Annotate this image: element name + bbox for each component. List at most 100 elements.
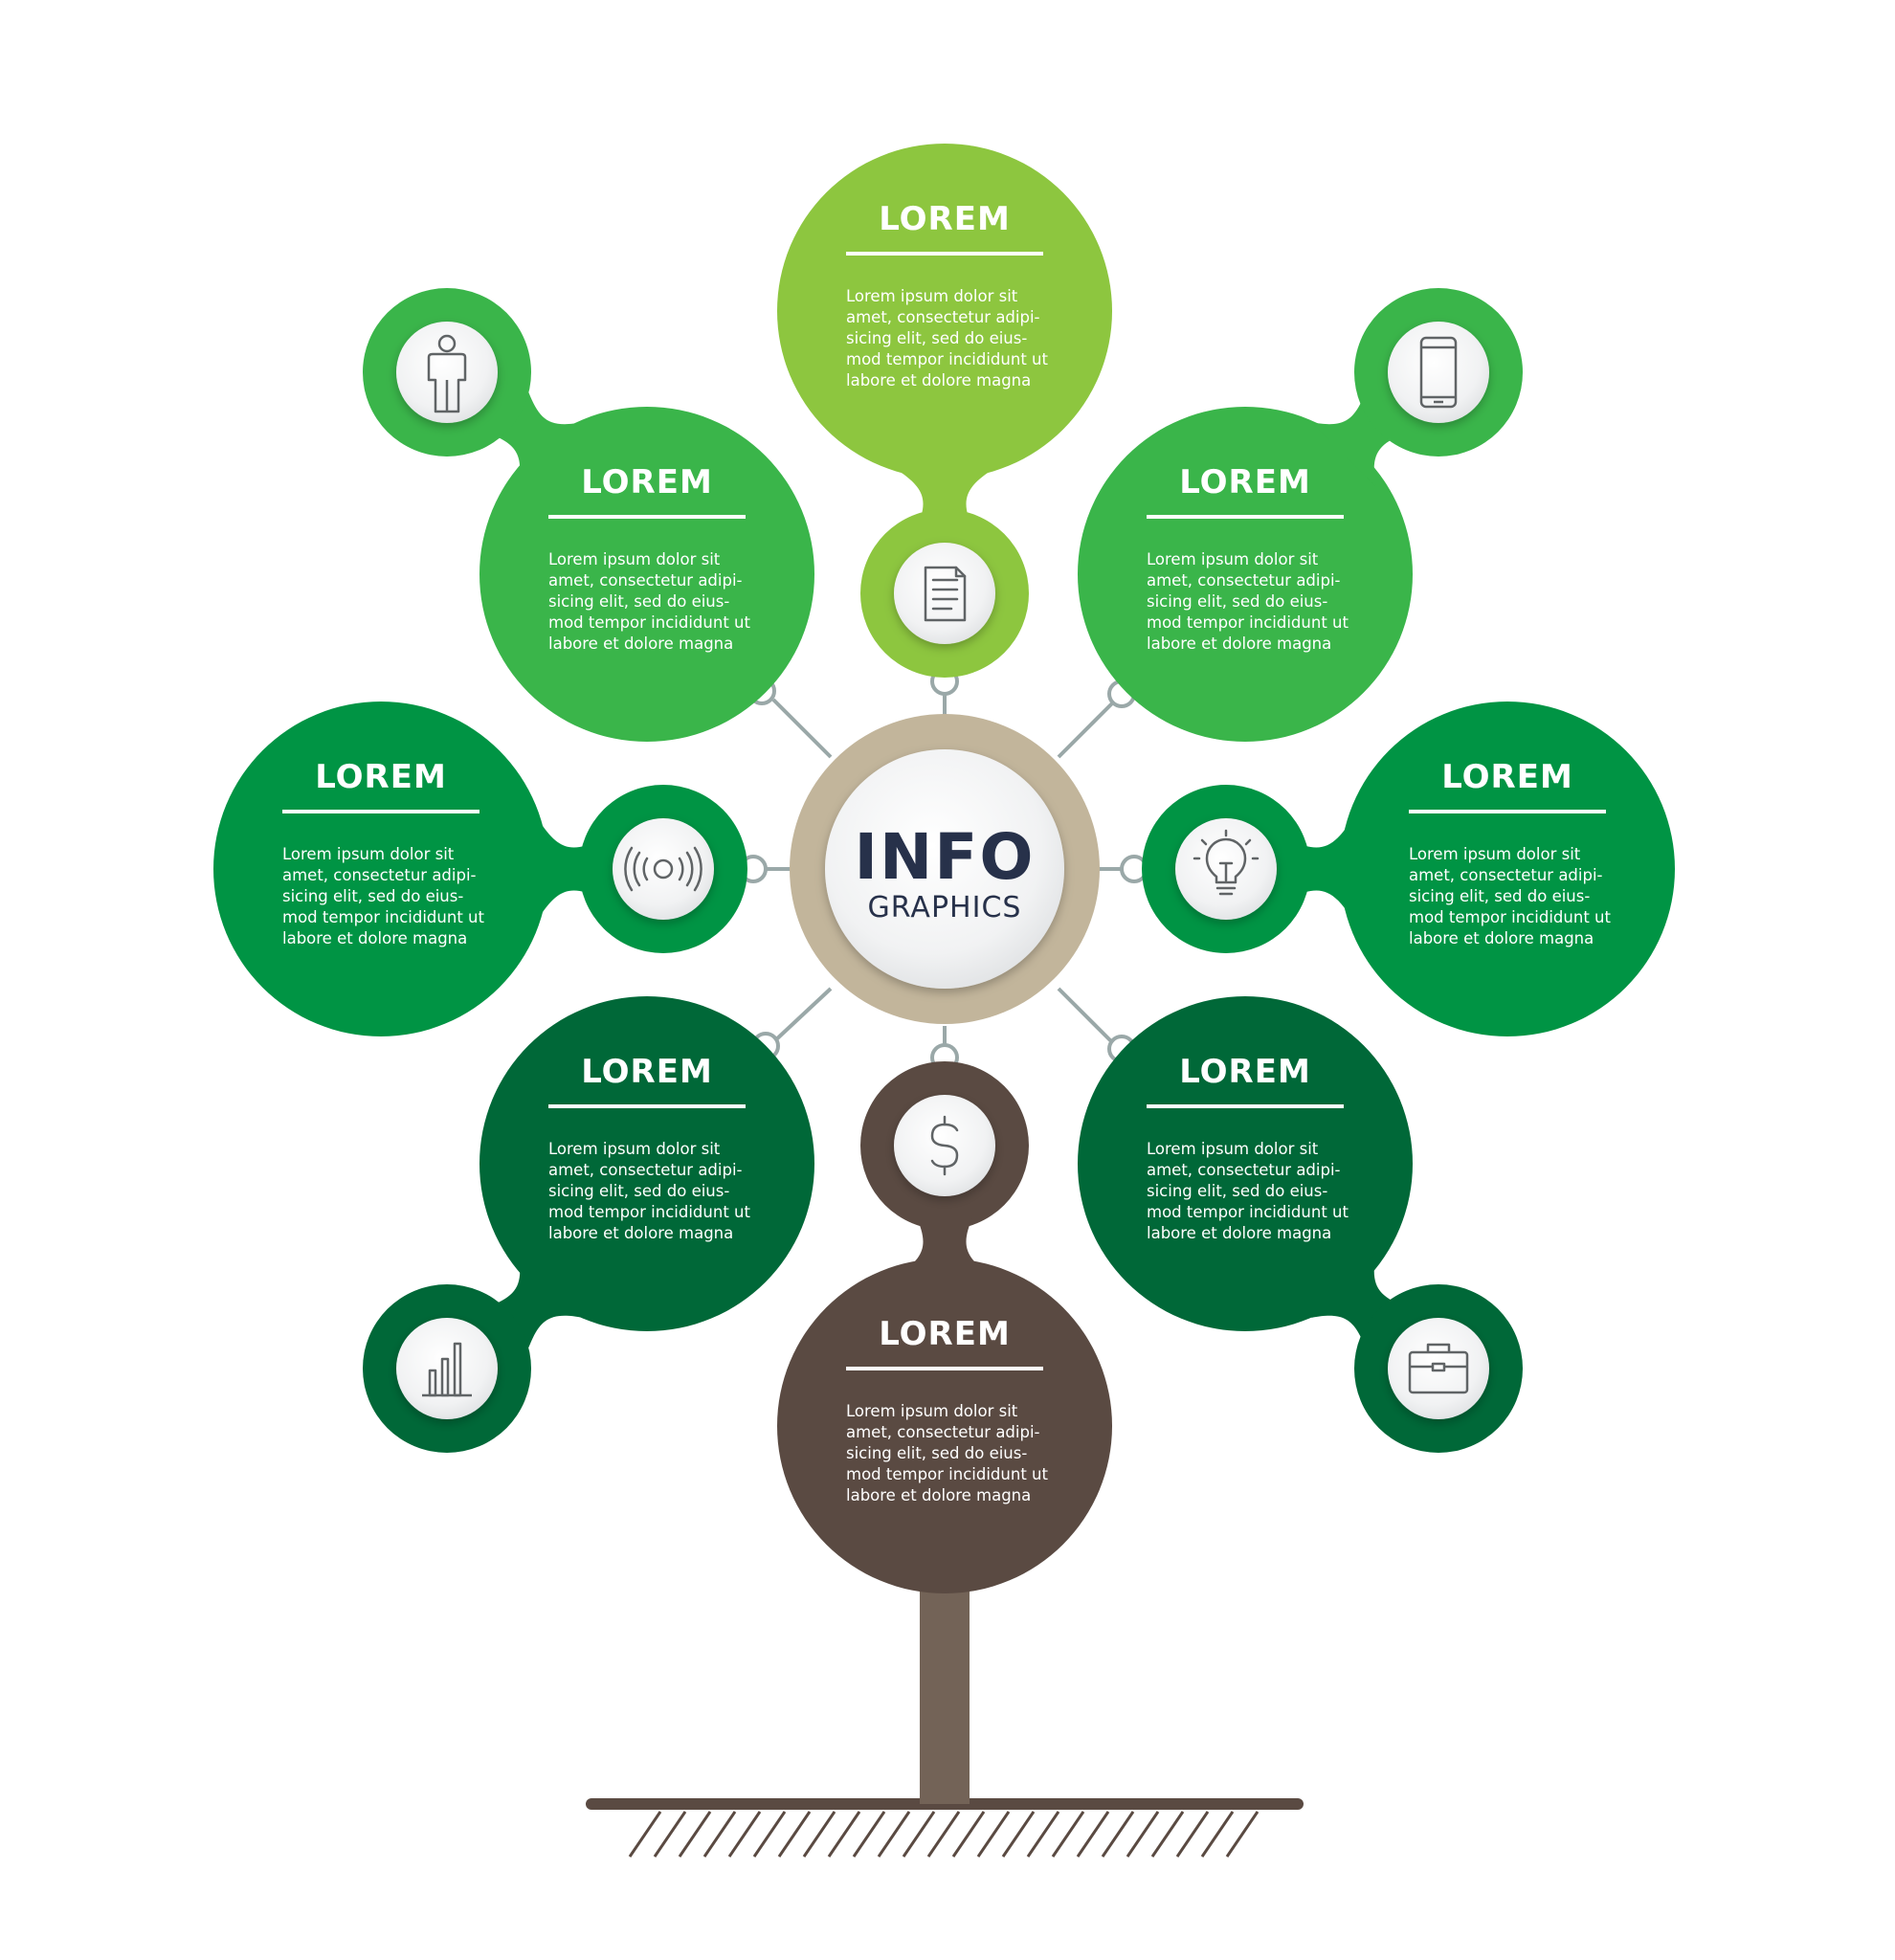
node-description-line: Lorem ipsum dolor sit (846, 287, 1018, 305)
ground-hatch-line (727, 1811, 762, 1858)
node-title: LOREM (1179, 463, 1311, 501)
icon-disc (1388, 1318, 1489, 1419)
node-description-line: amet, consectetur adipi- (846, 1423, 1040, 1441)
icon-disc (613, 818, 714, 920)
center-hub: INFO GRAPHICS (790, 714, 1100, 1024)
node-description-line: mod tempor incididunt ut (548, 613, 750, 632)
ground-hatch-line (1150, 1811, 1185, 1858)
node-description-line: Lorem ipsum dolor sit (1147, 1140, 1319, 1158)
tree-trunk (920, 1584, 970, 1804)
signal-icon (624, 846, 702, 892)
node-description-line: amet, consectetur adipi- (548, 1161, 743, 1179)
center-disc (825, 749, 1064, 989)
center-title: INFO (855, 820, 1036, 894)
ground-hatch-line (653, 1811, 687, 1858)
node-description-line: labore et dolore magna (548, 1224, 733, 1242)
phone-icon (1419, 336, 1458, 409)
node-description-line: Lorem ipsum dolor sit (846, 1402, 1018, 1420)
node-description-line: labore et dolore magna (1409, 929, 1594, 947)
ground-hatch-line (1026, 1811, 1060, 1858)
ground-hatch-line (1001, 1811, 1036, 1858)
ground-hatch-line (628, 1811, 662, 1858)
node-middle-right (1142, 702, 1675, 1036)
ground-hatch-line (877, 1811, 911, 1858)
ground-hatch-line (951, 1811, 986, 1858)
node-text-lower-left: LOREM Lorem ipsum dolor sit amet, consecte… (548, 1053, 750, 1242)
node-description-line: mod tempor incididunt ut (282, 908, 484, 926)
icon-discs (396, 322, 1489, 1419)
node-description-line: Lorem ipsum dolor sit (1409, 845, 1581, 863)
node-description-line: amet, consectetur adipi- (282, 866, 477, 884)
node-text-middle-left: LOREM Lorem ipsum dolor sit amet, consecte… (282, 758, 484, 947)
node-description-line: amet, consectetur adipi- (1409, 866, 1603, 884)
connectors (766, 681, 1122, 1058)
node-description-line: mod tempor incididunt ut (1409, 908, 1611, 926)
ground-hatch-line (1051, 1811, 1085, 1858)
node-description-line: labore et dolore magna (1147, 635, 1331, 653)
ground-hatch-line (1076, 1811, 1110, 1858)
node-description-line: mod tempor incididunt ut (1147, 1203, 1349, 1221)
node-description-line: labore et dolore magna (548, 635, 733, 653)
node-description-line: sicing elit, sed do eius- (548, 592, 729, 611)
dollar-icon (930, 1115, 959, 1176)
node-title: LOREM (581, 463, 713, 501)
node-description-line: sicing elit, sed do eius- (1147, 592, 1327, 611)
lightbulb-icon (1193, 829, 1260, 896)
ground-hatch-line (678, 1811, 712, 1858)
ground-hatch-line (802, 1811, 836, 1858)
node-description-line: mod tempor incididunt ut (846, 1465, 1048, 1483)
ground-hatch-line (752, 1811, 787, 1858)
node-description-line: labore et dolore magna (846, 1486, 1031, 1504)
node-title: LOREM (1179, 1053, 1311, 1091)
ground-hatch-line (926, 1811, 961, 1858)
ground-hatch-line (1101, 1811, 1135, 1858)
person-icon (427, 334, 467, 413)
node-description-line: labore et dolore magna (282, 929, 467, 947)
node-description-line: sicing elit, sed do eius- (548, 1182, 729, 1200)
node-description-line: sicing elit, sed do eius- (846, 1444, 1027, 1462)
ground-hatch-line (1225, 1811, 1260, 1858)
node-title: LOREM (1441, 758, 1573, 796)
node-description-line: sicing elit, sed do eius- (1147, 1182, 1327, 1200)
node-description-line: labore et dolore magna (1147, 1224, 1331, 1242)
node-text-lower-right: LOREM Lorem ipsum dolor sit amet, consecte… (1147, 1053, 1349, 1242)
ground-hatching (628, 1811, 1260, 1858)
node-description-line: mod tempor incididunt ut (1147, 613, 1349, 632)
node-description-line: sicing elit, sed do eius- (282, 887, 463, 905)
node-description-line: Lorem ipsum dolor sit (282, 845, 455, 863)
ground-hatch-line (1175, 1811, 1210, 1858)
node-description-line: sicing elit, sed do eius- (1409, 887, 1590, 905)
ground-hatch-line (1200, 1811, 1235, 1858)
node-description-line: amet, consectetur adipi- (1147, 1161, 1341, 1179)
node-description-line: Lorem ipsum dolor sit (548, 1140, 721, 1158)
icon-disc (1388, 322, 1489, 423)
node-text-upper-right: LOREM Lorem ipsum dolor sit amet, consecte… (1147, 463, 1349, 653)
node-description-line: amet, consectetur adipi- (1147, 571, 1341, 590)
node-description-line: mod tempor incididunt ut (548, 1203, 750, 1221)
node-description-line: mod tempor incididunt ut (846, 350, 1048, 368)
connector-lower-left (771, 987, 833, 1044)
node-description-line: amet, consectetur adipi- (548, 571, 743, 590)
connector-lower-right (1057, 987, 1114, 1044)
connector-upper-left (771, 698, 833, 759)
bar-chart-icon (422, 1342, 472, 1397)
node-title: LOREM (581, 1053, 713, 1091)
ground-hatch-line (827, 1811, 861, 1858)
node-description-line: Lorem ipsum dolor sit (1147, 550, 1319, 568)
icon-disc (396, 322, 498, 423)
node-text-middle-right: LOREM Lorem ipsum dolor sit amet, consecte… (1409, 758, 1611, 947)
node-title: LOREM (879, 200, 1011, 238)
document-icon (924, 566, 967, 622)
ground-hatch-line (702, 1811, 737, 1858)
ground-hatch-line (777, 1811, 812, 1858)
ground-hatch-line (852, 1811, 886, 1858)
node-title: LOREM (315, 758, 447, 796)
ground-hatch-line (976, 1811, 1011, 1858)
node-description-line: Lorem ipsum dolor sit (548, 550, 721, 568)
briefcase-icon (1408, 1343, 1469, 1394)
ground-hatch-line (902, 1811, 936, 1858)
